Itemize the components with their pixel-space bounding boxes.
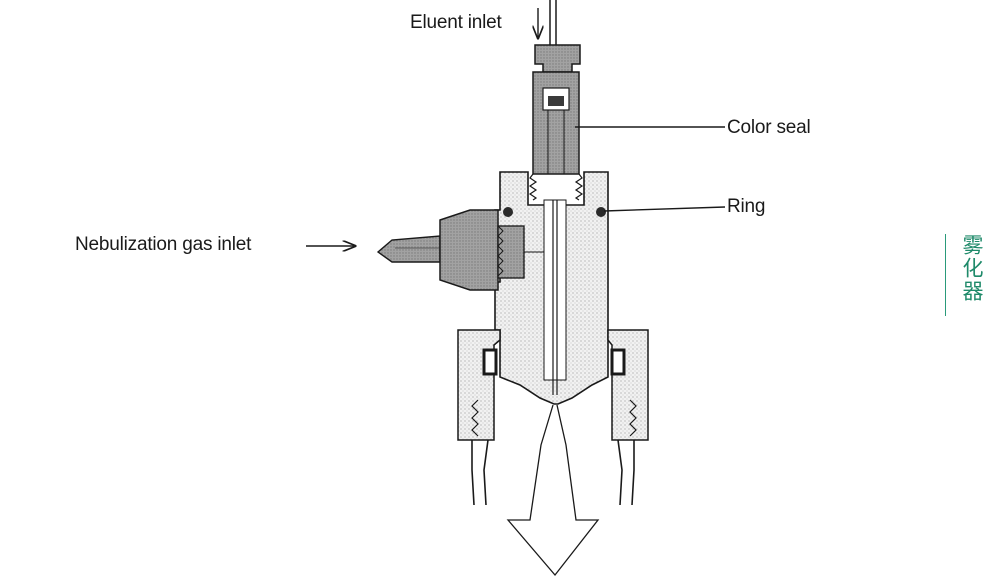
- left-housing: [457, 329, 501, 506]
- right-housing: [607, 329, 649, 506]
- color-seal-fitting: [528, 71, 584, 201]
- eluent-tube: [549, 0, 557, 45]
- label-ring: Ring: [727, 196, 766, 217]
- nebulizer-body: [494, 171, 609, 405]
- label-color-seal: Color seal: [727, 117, 811, 138]
- spray-outlet-arrow: [506, 404, 600, 577]
- label-eluent-inlet: Eluent inlet: [410, 12, 502, 33]
- label-nebulization-gas-inlet: Nebulization gas inlet: [75, 234, 252, 255]
- gas-inlet-fitting: [376, 209, 544, 291]
- side-title-text: 雾化器: [960, 234, 984, 303]
- ring-leader: [603, 206, 726, 212]
- side-title: 雾化器: [945, 234, 996, 316]
